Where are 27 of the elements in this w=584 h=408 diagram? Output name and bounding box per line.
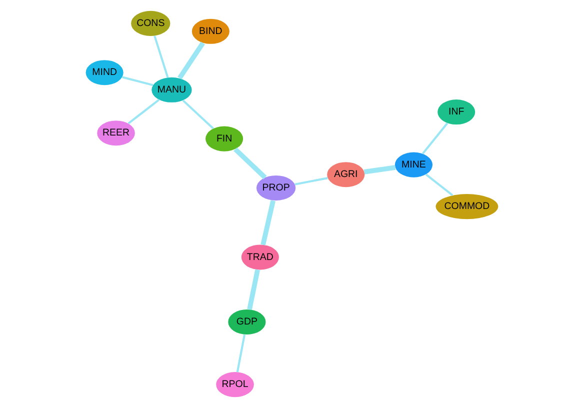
connector [128,98,160,124]
connector [425,174,454,196]
node-ellipse: MINE [394,152,432,178]
connector [154,36,169,78]
connector [178,42,205,80]
node-ellipse: INF [438,100,476,125]
node-ellipse: GDP [228,309,266,334]
node-ellipse: RPOL [216,372,254,398]
connector [422,122,448,154]
node-ellipse: PROP [256,175,296,200]
node-ellipse: CONS [131,10,170,36]
connector [236,334,246,372]
connector [234,147,267,180]
connector [364,165,396,174]
node-ellipse: BIND [192,18,230,44]
connector [182,100,214,130]
node-ellipse: MIND [86,60,124,86]
node-ellipse: COMMOD [436,194,498,220]
node-ellipse: MANU [152,77,192,102]
connector [247,269,260,310]
connector [122,76,154,86]
node-ellipse: TRAD [241,244,279,270]
node-ellipse: FIN [206,126,244,152]
connector [260,200,276,246]
connector [294,177,328,186]
node-ellipse: AGRI [327,162,365,188]
node-ellipse: REER [97,120,135,146]
